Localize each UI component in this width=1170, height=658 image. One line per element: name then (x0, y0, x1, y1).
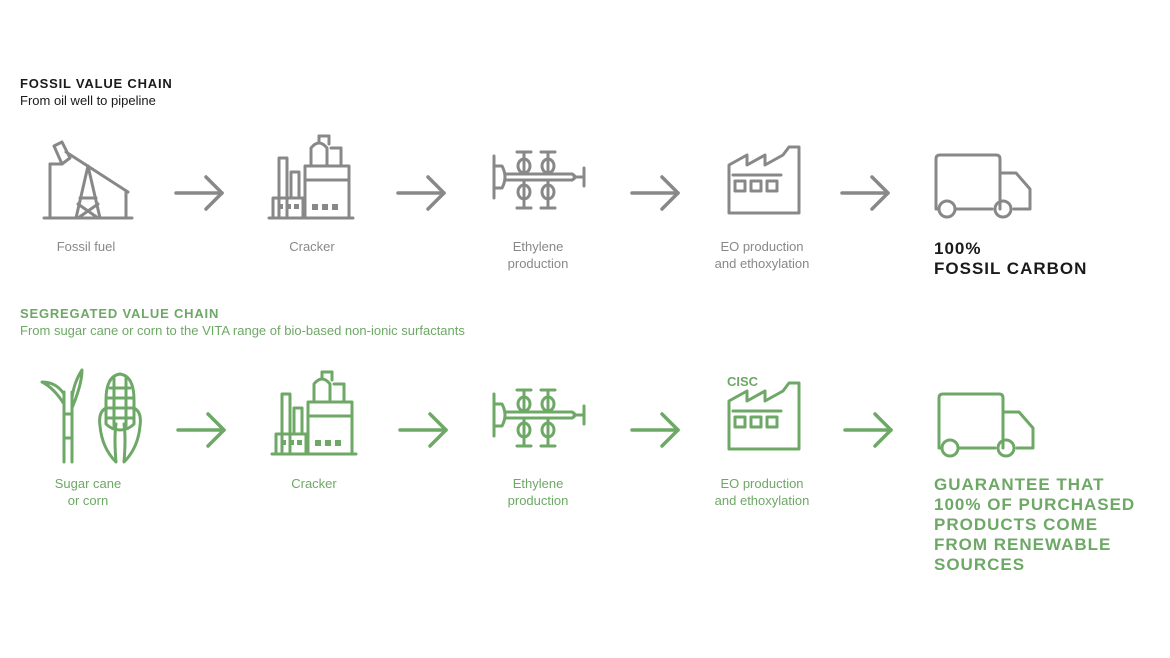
step-label-line: Sugar cane (54, 476, 122, 491)
cracker-icon (270, 370, 358, 456)
fossil-chain-title: FOSSIL VALUE CHAIN (20, 76, 173, 91)
step-label-ethylene: Ethylene production (458, 238, 618, 272)
step-label-line: production (507, 256, 569, 271)
ethylene-reactor-icon (492, 150, 586, 210)
arrow-icon (630, 175, 680, 211)
result-line: PRODUCTS COME (934, 515, 1099, 534)
arrow-icon (176, 412, 226, 448)
step-label-line: and ethoxylation (714, 256, 810, 271)
factory-icon (727, 381, 801, 451)
result-line: GUARANTEE THAT (934, 475, 1105, 494)
arrow-icon (630, 412, 680, 448)
step-label-fossil-fuel: Fossil fuel (6, 238, 166, 255)
step-label-cracker: Cracker (232, 238, 392, 255)
sugarcane-corn-icon (40, 368, 142, 464)
result-line: FOSSIL CARBON (934, 259, 1088, 278)
result-line: 100% OF PURCHASED (934, 495, 1136, 514)
step-label-line: Ethylene (512, 476, 564, 491)
step-label-line: EO production (720, 239, 804, 254)
step-label-line: Fossil fuel (56, 239, 116, 254)
result-line: SOURCES (934, 555, 1026, 574)
fossil-chain-subtitle: From oil well to pipeline (20, 93, 156, 108)
step-label-ethylene: Ethylene production (458, 475, 618, 509)
truck-icon (937, 392, 1035, 458)
segregated-chain-title: SEGREGATED VALUE CHAIN (20, 306, 220, 321)
ethylene-reactor-icon (492, 388, 586, 448)
segregated-chain-subtitle: From sugar cane or corn to the VITA rang… (20, 323, 465, 338)
step-label-line: Ethylene (512, 239, 564, 254)
step-label-line: Cracker (289, 239, 335, 254)
step-label-line: and ethoxylation (714, 493, 810, 508)
step-label-eo: EO production and ethoxylation (682, 238, 842, 272)
pumpjack-icon (42, 140, 134, 220)
result-line: 100% (934, 239, 982, 258)
cisc-badge: CISC (727, 374, 759, 389)
result-line: FROM RENEWABLE (934, 535, 1112, 554)
step-label-line: production (507, 493, 569, 508)
step-label-eo: EO production and ethoxylation (682, 475, 842, 509)
fossil-result-text: 100% FOSSIL CARBON (934, 239, 1087, 279)
step-label-line: Cracker (291, 476, 337, 491)
arrow-icon (843, 412, 893, 448)
segregated-result-text: GUARANTEE THAT 100% OF PURCHASED PRODUCT… (934, 475, 1135, 575)
arrow-icon (398, 412, 448, 448)
factory-icon (727, 145, 801, 215)
truck-icon (934, 153, 1032, 219)
step-label-line: EO production (720, 476, 804, 491)
arrow-icon (396, 175, 446, 211)
arrow-icon (840, 175, 890, 211)
cracker-icon (267, 134, 355, 220)
step-label-line: or corn (67, 493, 109, 508)
step-label-cracker: Cracker (234, 475, 394, 492)
arrow-icon (174, 175, 224, 211)
step-label-sugarcane: Sugar cane or corn (8, 475, 168, 509)
